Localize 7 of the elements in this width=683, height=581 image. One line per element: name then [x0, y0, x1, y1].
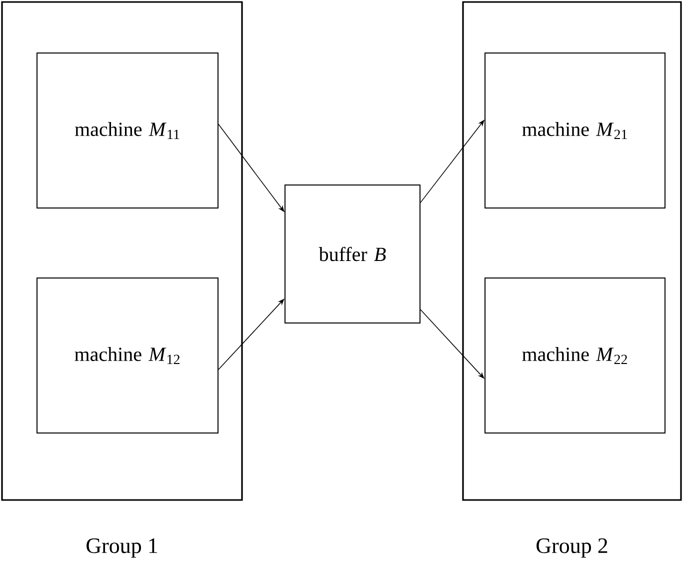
- buffer-box: buffer B: [284, 184, 420, 324]
- machine-box: machine M$_{11}$: [36, 52, 218, 208]
- machine-box: machine M$_{12}$: [36, 278, 218, 434]
- node-label: Group 1: [86, 538, 158, 558]
- node-label: Group 2: [536, 538, 608, 558]
- machine-box: machine M$_{22}$: [484, 278, 666, 434]
- machine-box: machine M$_{21}$: [484, 52, 666, 208]
